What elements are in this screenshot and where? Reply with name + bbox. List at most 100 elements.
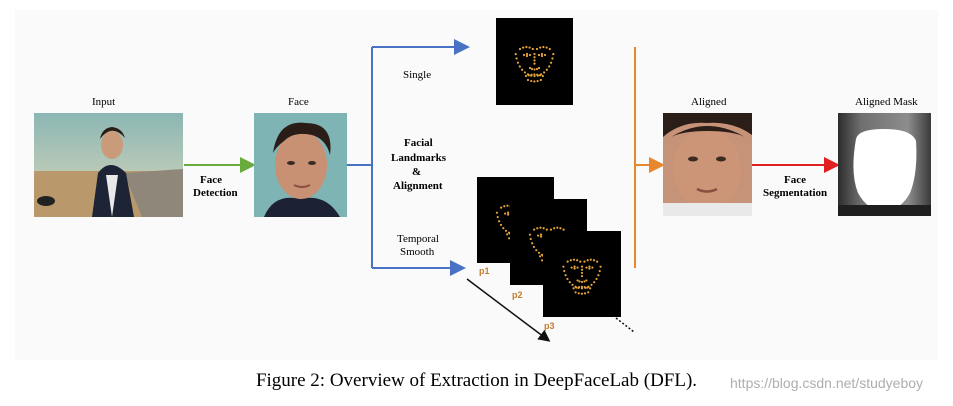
landmark-dot <box>580 285 583 288</box>
aligned-mask-label: Aligned Mask <box>855 96 918 108</box>
landmark-dot <box>532 245 536 249</box>
landmark-dot <box>529 237 532 241</box>
landmark-dot <box>518 65 521 68</box>
landmark-dot <box>525 52 529 56</box>
landmark-dot <box>580 265 584 268</box>
landmark-dot <box>539 78 542 82</box>
landmark-dot <box>588 265 591 268</box>
landmark-dot <box>549 61 553 64</box>
facial-label: Facial <box>404 137 433 149</box>
landmark-dot <box>552 52 555 56</box>
landmark-dot <box>589 287 592 290</box>
landmark-dot <box>590 283 593 286</box>
landmark-dot <box>545 68 548 71</box>
landmark-dot <box>597 274 600 277</box>
landmark-dot <box>588 267 591 270</box>
landmark-dot <box>587 291 590 294</box>
landmark-dot <box>559 227 562 230</box>
landmark-dot <box>523 71 526 74</box>
landmark-dot <box>533 73 536 76</box>
aligned-photo <box>663 113 752 216</box>
landmark-dot <box>525 45 528 49</box>
landmark-dot <box>514 52 517 56</box>
landmark-dot <box>536 227 539 230</box>
landmark-dot <box>537 53 541 57</box>
figure-caption: Figure 2: Overview of Extraction in Deep… <box>255 370 698 391</box>
landmark-dot <box>592 259 596 262</box>
amp-label: & <box>412 166 422 178</box>
landmark-dot <box>571 283 574 286</box>
landmark-dot <box>531 47 534 51</box>
landmark-dot <box>569 259 572 262</box>
landmark-dot <box>572 287 575 290</box>
landmark-dot <box>583 285 586 289</box>
landmark-dot <box>535 47 539 51</box>
landmark-dot <box>562 265 565 268</box>
watermark: https://blog.csdn.net/studyeboy <box>730 375 924 391</box>
landmark-dot <box>598 269 601 273</box>
aligned-mask-image <box>838 113 931 216</box>
landmark-dot <box>531 242 534 245</box>
landmark-dot <box>599 265 602 268</box>
landmark-dot <box>543 71 546 74</box>
landmark-dot <box>525 54 529 58</box>
landmark-dot <box>563 269 566 273</box>
landmark-dot <box>527 74 530 77</box>
landmark-dot <box>528 66 532 70</box>
alignment-label: Alignment <box>393 180 443 192</box>
landmark-dot <box>539 46 542 49</box>
landmark-dot <box>574 291 577 294</box>
landmark-dot <box>542 45 545 49</box>
landmark-dot <box>543 53 547 57</box>
landmark-dot <box>502 227 505 230</box>
landmark-dot <box>585 279 588 282</box>
landmark-dot <box>528 46 531 49</box>
landmark-dot <box>530 79 533 83</box>
temporal-label: Temporal <box>397 233 439 245</box>
landmark-dot <box>536 79 539 83</box>
landmark-dot <box>530 73 533 76</box>
landmark-dot <box>551 57 554 60</box>
landmark-dot <box>516 61 520 64</box>
landmark-dot <box>537 234 540 237</box>
landmark-dot <box>537 66 541 70</box>
landmark-dot <box>540 259 544 262</box>
landmark-dots <box>514 45 555 83</box>
temporal-frame-3 <box>543 231 621 317</box>
landmark-dot <box>506 204 509 207</box>
landmark-dot <box>533 228 536 231</box>
landmark-dot <box>575 286 578 289</box>
landmark-dot <box>591 266 594 269</box>
face-segmentation-label-1: Face <box>784 174 806 186</box>
landmark-dot <box>580 292 583 295</box>
landmark-dot <box>549 228 553 231</box>
landmark-dot <box>583 260 586 263</box>
landmark-dot <box>542 227 545 230</box>
single-label: Single <box>403 69 432 81</box>
landmark-dot <box>498 220 501 223</box>
landmark-dot <box>537 251 541 254</box>
landmark-dot <box>576 259 579 262</box>
landmark-dot <box>545 228 548 231</box>
landmark-dot <box>586 259 589 262</box>
face-detection-label-2: Detection <box>193 187 238 199</box>
landmark-dot <box>539 255 542 258</box>
landmark-dot <box>583 280 586 283</box>
landmark-dot <box>528 233 532 236</box>
smooth-label: Smooth <box>400 246 435 258</box>
landmark-dot <box>522 53 526 57</box>
landmark-dot <box>564 274 567 277</box>
aligned-label: Aligned <box>691 96 727 108</box>
landmark-dot <box>580 280 584 283</box>
face-photo <box>254 113 347 217</box>
landmark-dot <box>545 46 548 49</box>
face-detection-label-1: Face <box>200 174 222 186</box>
landmark-dot <box>536 73 539 76</box>
landmark-dot <box>566 277 569 281</box>
landmark-dot <box>562 228 565 231</box>
landmark-dot <box>573 265 576 268</box>
landmark-dot <box>541 74 544 78</box>
landmark-dot <box>583 292 587 295</box>
landmark-dot <box>553 227 556 230</box>
landmark-dot <box>570 266 573 269</box>
